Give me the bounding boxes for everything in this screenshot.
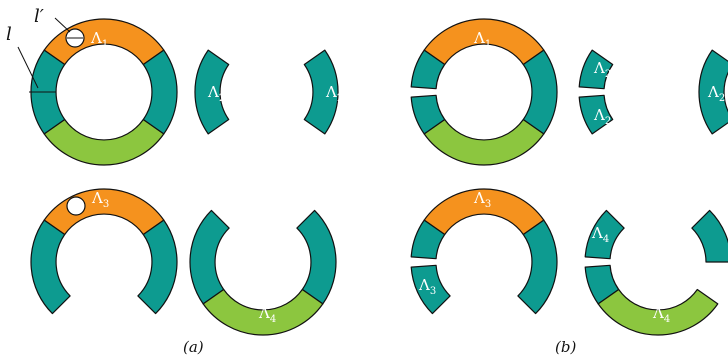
- l-prime-leader-line: [54, 17, 71, 33]
- u-ring-b-teal-right-segment: [691, 209, 728, 263]
- ring-b-teal-upper-left-segment: [410, 49, 446, 90]
- caption-b: (b): [555, 338, 576, 356]
- edge-arc-lambda2-shape: [698, 49, 728, 135]
- caption-a: (a): [183, 338, 204, 356]
- arc-lambda2-left-label: Λ2: [207, 83, 225, 104]
- arc-lambda2-right-a: Λ2: [303, 49, 343, 135]
- arc-lambda2-right-label: Λ2: [325, 83, 343, 104]
- u-ring-b-green-segment: [597, 288, 719, 336]
- u-ring-b-lambda4-label: Λ4: [652, 304, 670, 325]
- panel-a: l l′ Λ1 Λ2 Λ2 Λ3 Λ4 (a): [6, 6, 343, 356]
- l-leader-line: [17, 46, 39, 89]
- ring-a-teal-right-segment: [142, 49, 178, 135]
- edge-arc-lambda2-b: Λ2: [698, 49, 728, 135]
- u-ring-a: Λ4: [189, 209, 337, 336]
- open-ring-b-teal-right-segment: [517, 219, 558, 315]
- arc-lambda2-right-shape: [303, 49, 339, 135]
- ring-a-lambda1-label: Λ1: [90, 29, 108, 50]
- small-arc-lower-lambda2: [578, 94, 614, 135]
- small-arc-lower-lambda2-label: Λ2: [593, 106, 611, 127]
- open-ring-b-lambda3-piece: [410, 264, 451, 315]
- open-ring-b-lambda3-piece-label: Λ3: [418, 276, 436, 297]
- open-ring-a-teal-right-segment: [137, 219, 178, 315]
- arc-lambda2-left-a: Λ2: [194, 49, 230, 135]
- open-ring-b-lambda3-label: Λ3: [473, 189, 491, 210]
- open-ring-a-lambda3-label: Λ3: [91, 189, 109, 210]
- small-arcs-lambda2-b: Λ2 Λ2: [578, 49, 614, 135]
- panel-b: Λ1 Λ2 Λ2 Λ2 Λ3 Λ3 Λ4 Λ4 (b): [410, 18, 728, 356]
- u-ring-b-lambda4-piece: [584, 209, 625, 260]
- ring-a-green-segment: [43, 118, 165, 166]
- u-ring-b-teal-left-segment: [584, 264, 620, 305]
- small-hole-circle-2: [66, 196, 86, 216]
- u-ring-b-lambda4-piece-label: Λ4: [591, 224, 609, 245]
- open-ring-b-teal-left-segment: [410, 219, 446, 260]
- small-arc-upper-lambda2-label: Λ2: [593, 59, 611, 80]
- u-ring-a-green-segment: [202, 288, 324, 336]
- open-ring-a: Λ3: [30, 188, 178, 315]
- arc-lambda2-left-shape: [194, 49, 230, 135]
- open-ring-b: Λ3 Λ3: [410, 188, 558, 315]
- ring-b-green-segment: [423, 118, 545, 166]
- u-ring-a-lambda4-label: Λ4: [258, 304, 276, 325]
- u-ring-b: Λ4 Λ4: [584, 209, 728, 336]
- cut-ring-b: Λ1: [410, 18, 558, 166]
- ring-b-lambda1-label: Λ1: [473, 29, 491, 50]
- edge-arc-lambda2-label: Λ2: [707, 83, 725, 104]
- ring-b-teal-right-segment: [522, 49, 558, 135]
- small-arc-upper-lambda2: [578, 49, 614, 90]
- open-ring-a-teal-left-segment: [30, 219, 71, 315]
- l-label: l: [6, 24, 12, 45]
- u-ring-a-teal-left-segment: [189, 209, 230, 305]
- ring-b-teal-lower-left-segment: [410, 94, 446, 135]
- open-ring-a-orange-segment: [43, 188, 165, 236]
- l-prime-label: l′: [34, 6, 44, 27]
- full-ring-a: l l′ Λ1: [6, 6, 178, 166]
